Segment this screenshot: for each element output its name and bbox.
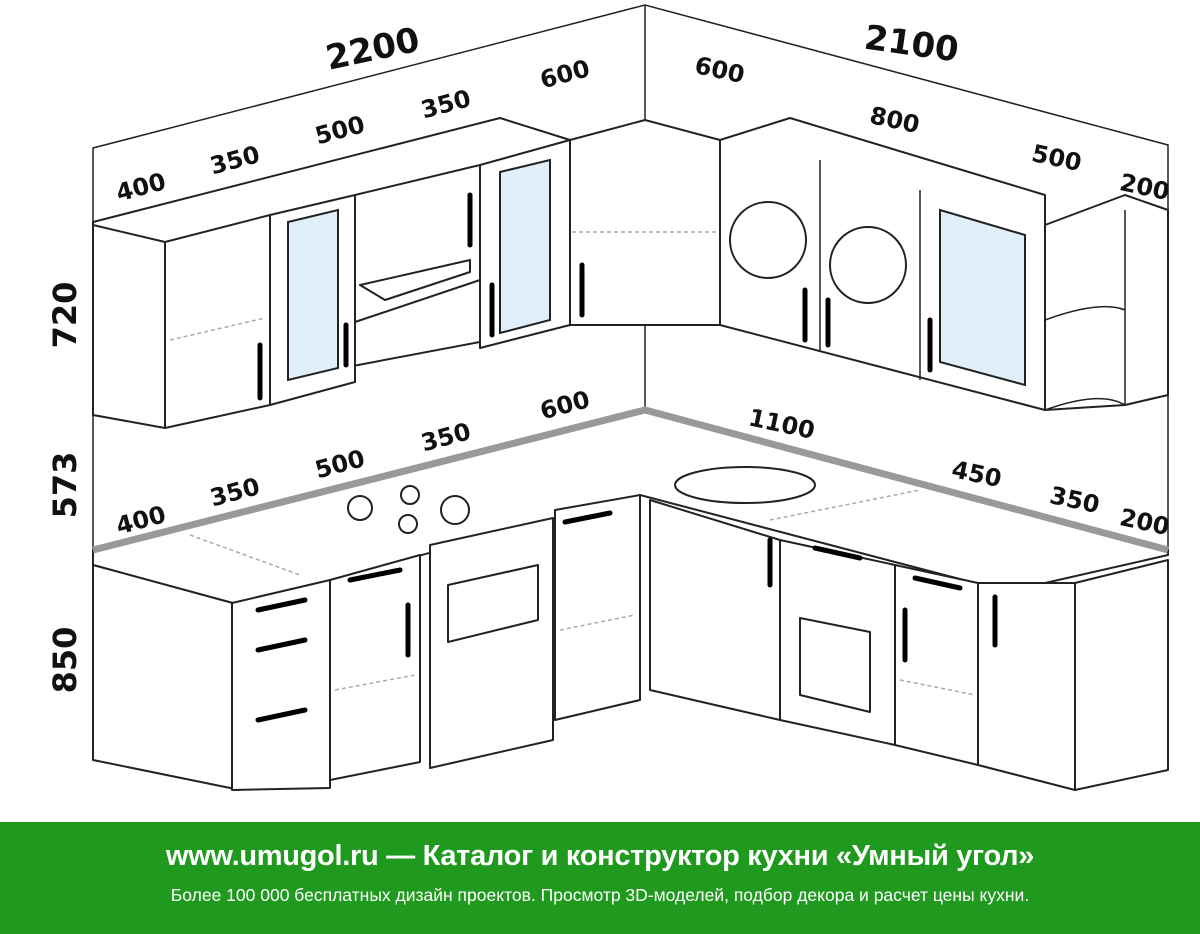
upper-corner-cabinet [569, 119, 721, 326]
burner-icon [347, 495, 373, 521]
sink-icon [674, 466, 816, 504]
dim-upper: 400 [113, 167, 169, 207]
dim-upper: 600 [692, 51, 747, 89]
upper-cabinets-right [719, 117, 1169, 411]
cutlery-icon [729, 201, 807, 279]
kitchen-diagram: 2200 2100 400 350 500 350 600 600 800 50… [46, 4, 1172, 791]
dim-height-lower: 850 [46, 627, 84, 694]
dishwasher-icon [799, 617, 871, 713]
oven-door [447, 564, 539, 643]
dim-height-upper: 720 [46, 282, 84, 349]
dim-upper: 500 [312, 110, 368, 150]
burner-icon [440, 495, 470, 525]
footer-headline[interactable]: www.umugol.ru — Каталог и конструктор ку… [165, 840, 1035, 872]
burner-icon [398, 514, 418, 534]
dim-upper: 350 [418, 84, 474, 124]
dim-lower: 450 [949, 455, 1004, 493]
burner-icon [400, 485, 420, 505]
footer-subline: Более 100 000 бесплатных дизайн проектов… [170, 885, 1030, 905]
dim-upper: 350 [207, 140, 263, 180]
dim-upper: 600 [537, 54, 593, 94]
dim-height-gap: 573 [46, 452, 84, 519]
upper-cabinets-left [92, 117, 571, 429]
dim-overall-left: 2200 [322, 20, 423, 79]
dim-lower: 350 [418, 417, 474, 457]
dim-lower: 600 [537, 385, 593, 425]
dim-upper: 500 [1029, 139, 1084, 177]
dim-upper: 800 [867, 101, 922, 139]
lower-cabinets [92, 494, 1169, 791]
dim-lower: 350 [1047, 481, 1102, 519]
footer-banner: www.umugol.ru — Каталог и конструктор ку… [0, 822, 1200, 934]
cutlery-icon [829, 226, 907, 304]
dim-lower: 500 [312, 444, 368, 484]
dim-overall-right: 2100 [862, 18, 961, 71]
